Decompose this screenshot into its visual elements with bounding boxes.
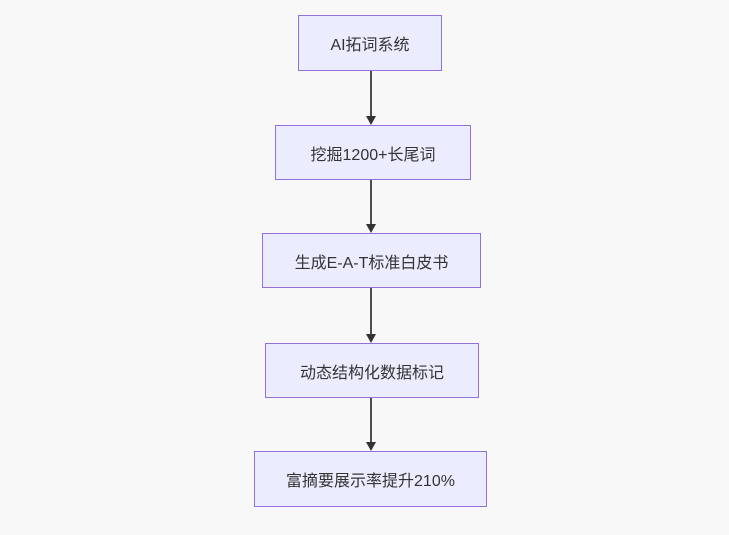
flow-node-longtail-mining: 挖掘1200+长尾词 — [275, 125, 471, 180]
flow-node-label: 生成E-A-T标准白皮书 — [294, 254, 449, 272]
flow-node-eat-whitepaper: 生成E-A-T标准白皮书 — [262, 233, 481, 288]
flow-node-label: 富摘要展示率提升210% — [286, 473, 455, 490]
flow-node-ai-word-system: AI拓词系统 — [298, 15, 442, 71]
flow-edge-line-3 — [370, 288, 372, 335]
flow-edge-line-2 — [370, 180, 372, 225]
flow-node-label: AI拓词系统 — [330, 37, 410, 54]
arrowhead-down-icon — [366, 442, 376, 451]
arrowhead-down-icon — [366, 116, 376, 125]
flow-edge-line-4 — [370, 398, 372, 443]
flow-node-label: 挖掘1200+长尾词 — [310, 146, 436, 164]
flow-edge-line-1 — [370, 71, 372, 117]
flow-node-structured-data: 动态结构化数据标记 — [265, 343, 479, 398]
arrowhead-down-icon — [366, 334, 376, 343]
flow-node-label: 动态结构化数据标记 — [299, 364, 444, 382]
arrowhead-down-icon — [366, 224, 376, 233]
flow-node-rich-snippet-result: 富摘要展示率提升210% — [254, 451, 487, 507]
